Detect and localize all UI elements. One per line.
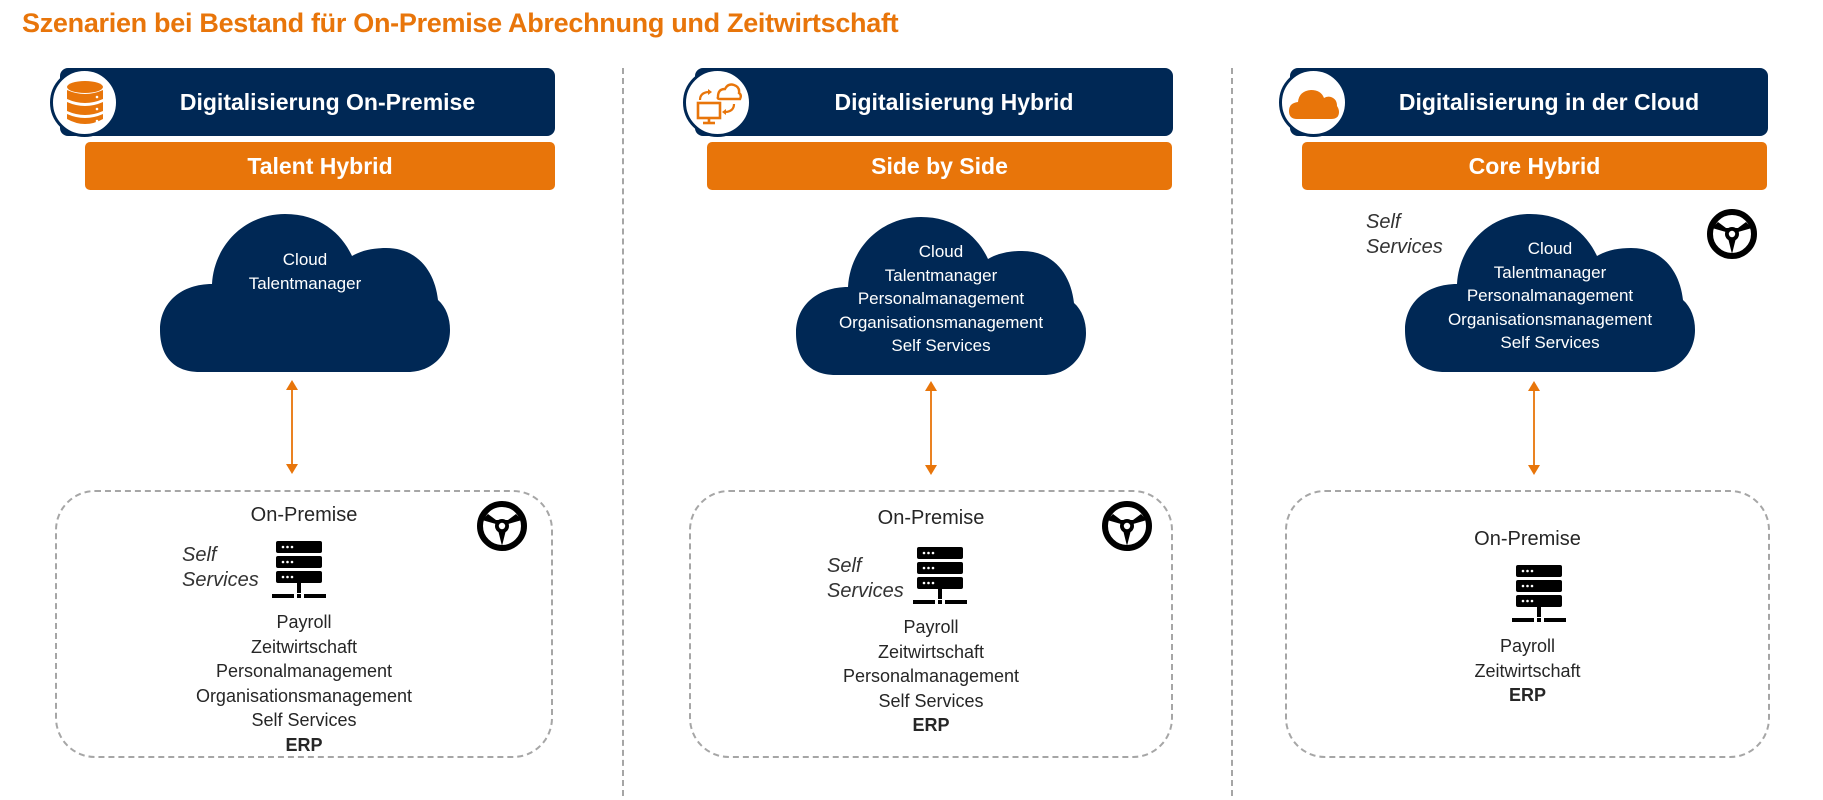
on-premise-item: Payroll <box>903 617 959 637</box>
on-premise-box: On-Premise Payroll Zeitwirtschaft ERP <box>1285 490 1770 758</box>
on-premise-item: Zeitwirtschaft <box>1474 660 1581 681</box>
column-divider <box>1231 68 1233 796</box>
cloud-content: Cloud Talentmanager Personalmanagement O… <box>796 240 1086 358</box>
on-premise-item: Personalmanagement <box>215 661 393 681</box>
on-premise-box: On-Premise Self Services Payroll Zeitwir… <box>55 490 553 758</box>
scenario-header: Digitalisierung Hybrid <box>695 68 1173 136</box>
on-premise-title: On-Premise <box>877 507 985 529</box>
scenario-header-label: Digitalisierung Hybrid <box>834 88 1074 115</box>
cloud-line: Self Services <box>1500 333 1600 352</box>
server-icon <box>1512 565 1566 625</box>
cloud-shape: Cloud Talentmanager Personalmanagement O… <box>1405 212 1695 372</box>
bidirectional-arrow-icon <box>924 381 938 475</box>
cloud-line: Talentmanager <box>1493 262 1607 282</box>
on-premise-item: Self Services <box>878 690 984 711</box>
scenario-header-label: Digitalisierung in der Cloud <box>1398 88 1700 115</box>
cloud-line: Talentmanager <box>884 265 998 285</box>
scenario-subheader-label: Core Hybrid <box>1468 152 1601 179</box>
cloud-shape: Cloud Talentmanager <box>160 212 450 372</box>
server-icon <box>272 541 326 601</box>
cloud-line: Cloud <box>918 242 964 261</box>
erp-label: ERP <box>285 734 323 755</box>
cloud-content: Cloud Talentmanager Personalmanagement O… <box>1405 237 1695 355</box>
scenario-subheader: Side by Side <box>707 142 1172 190</box>
cloud-line: Self Services <box>891 336 991 355</box>
scenario-subheader: Core Hybrid <box>1302 142 1767 190</box>
on-premise-item: Organisationsmanagement <box>195 685 413 706</box>
on-premise-item: Payroll <box>1499 636 1556 656</box>
self-services-label: Self Services <box>182 544 259 591</box>
bidirectional-arrow-icon <box>285 380 299 474</box>
on-premise-items: Payroll Zeitwirtschaft ERP <box>1287 634 1768 708</box>
steering-wheel-icon <box>1101 500 1153 552</box>
scenario-header-label: Digitalisierung On-Premise <box>179 88 476 115</box>
cloud-line: Cloud <box>1527 239 1573 258</box>
on-premise-title: On-Premise <box>1474 528 1581 550</box>
on-premise-item: Payroll <box>276 612 332 632</box>
scenario-subheader-label: Talent Hybrid <box>247 152 393 179</box>
self-services-label: Self Services <box>1366 211 1443 258</box>
cloud-line: Cloud <box>282 250 328 269</box>
cloud-line: Organisationsmanagement <box>1447 309 1653 329</box>
cloud-shape: Cloud Talentmanager Personalmanagement O… <box>796 215 1086 375</box>
scenario-header: Digitalisierung On-Premise <box>60 68 555 136</box>
server-icon <box>913 547 967 607</box>
cloud-line: Organisationsmanagement <box>838 312 1044 332</box>
on-premise-items: Payroll Zeitwirtschaft Personalmanagemen… <box>57 610 551 757</box>
scenario-subheader: Talent Hybrid <box>85 142 555 190</box>
cloud-line: Personalmanagement <box>857 289 1025 308</box>
scenario-header: Digitalisierung in der Cloud <box>1290 68 1768 136</box>
cloud-icon <box>1279 68 1348 137</box>
on-premise-item: Zeitwirtschaft <box>877 641 985 662</box>
on-premise-items: Payroll Zeitwirtschaft Personalmanagemen… <box>691 615 1171 738</box>
hybrid-sync-icon <box>683 68 752 137</box>
database-icon <box>50 68 119 137</box>
on-premise-title: On-Premise <box>250 504 358 526</box>
scenario-subheader-label: Side by Side <box>871 152 1008 179</box>
erp-label: ERP <box>1508 685 1546 705</box>
cloud-line: Personalmanagement <box>1466 286 1634 305</box>
page-title: Szenarien bei Bestand für On-Premise Abr… <box>22 8 899 38</box>
steering-wheel-icon <box>476 500 528 552</box>
self-services-label: Self Services <box>827 555 904 602</box>
on-premise-item: Personalmanagement <box>842 666 1020 686</box>
steering-wheel-icon <box>1706 208 1758 260</box>
on-premise-item: Zeitwirtschaft <box>250 636 358 657</box>
erp-label: ERP <box>912 715 950 735</box>
column-divider <box>622 68 624 796</box>
bidirectional-arrow-icon <box>1527 381 1541 475</box>
on-premise-item: Self Services <box>251 710 357 730</box>
cloud-content: Cloud Talentmanager <box>160 248 450 295</box>
cloud-line: Talentmanager <box>248 273 362 293</box>
on-premise-box: On-Premise Self Services Payroll Zeitwir… <box>689 490 1173 758</box>
